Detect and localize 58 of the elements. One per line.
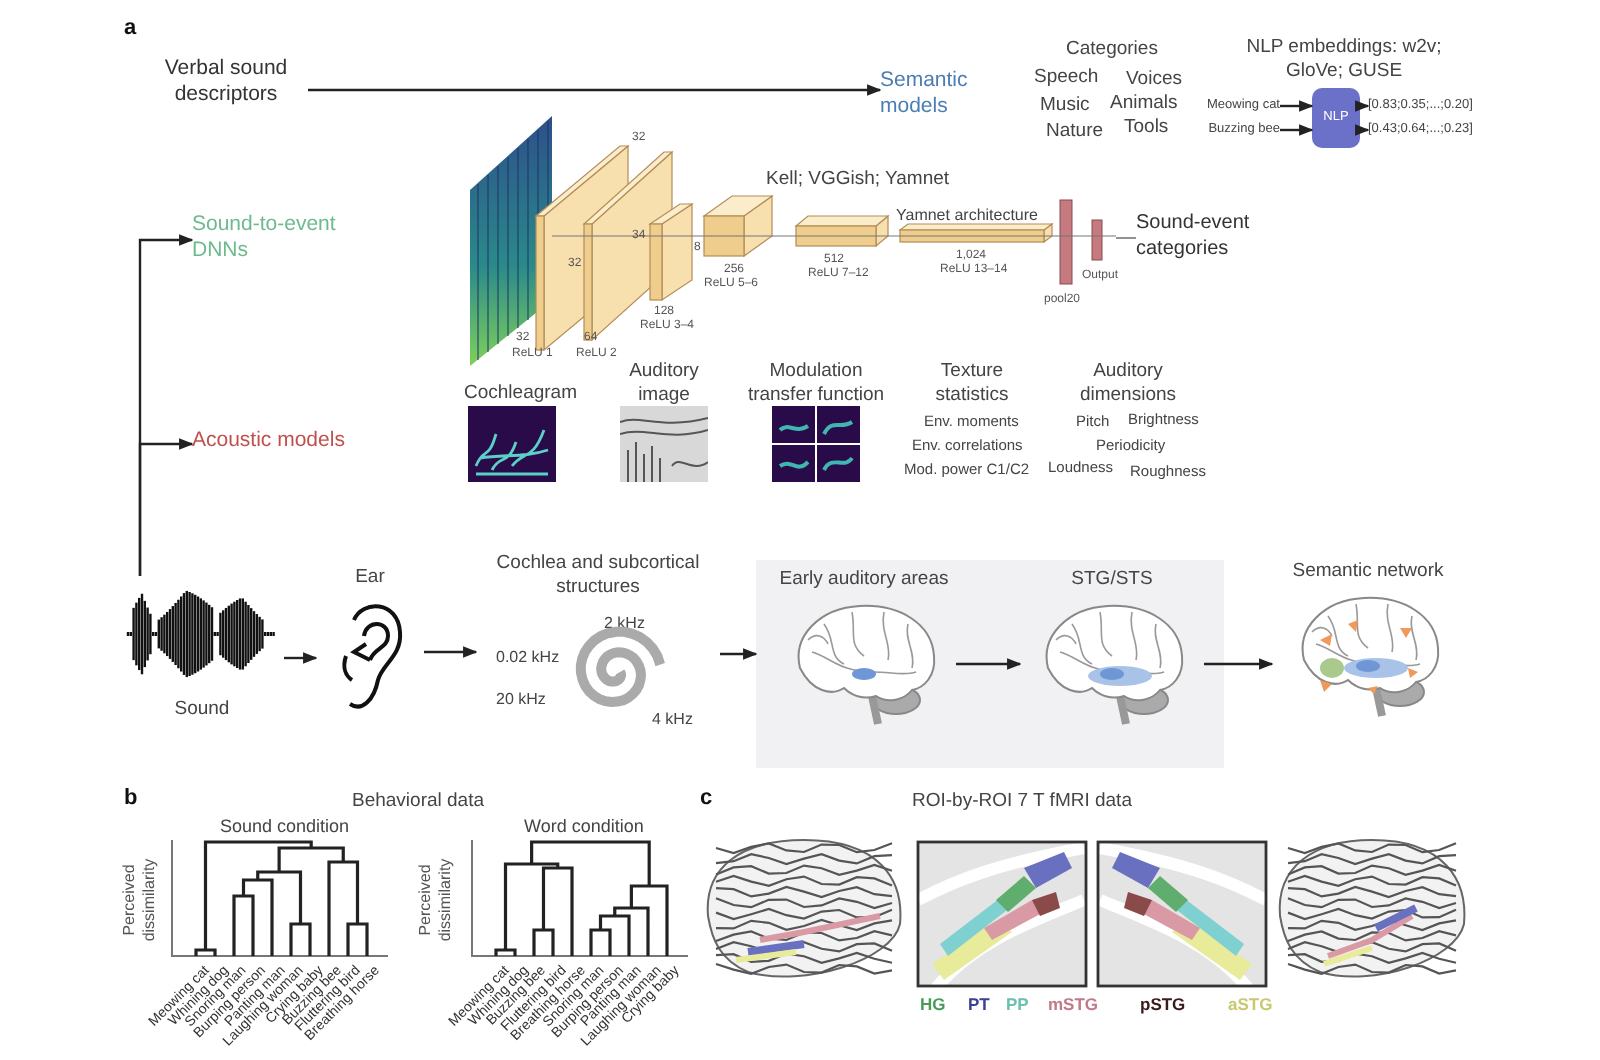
text-label: Kell; VGGish; Yamnet [766, 166, 950, 194]
frequency-label: 20 kHz [496, 688, 546, 712]
panel-letter: b [124, 784, 138, 814]
text-label: Nature [1046, 118, 1104, 146]
text-label: Auditory dimensions [1077, 360, 1179, 408]
text-label: Speech [1034, 64, 1099, 92]
text-label: Texture statistics [933, 360, 1011, 408]
arrow [1280, 100, 1314, 112]
text-label: NLP embeddings: w2v; GloVe; GUSE [1244, 36, 1444, 84]
panel-letter: c [700, 784, 713, 814]
arrow [1204, 658, 1274, 670]
frequency-label: 0.02 kHz [496, 646, 560, 670]
node-label: Sound [174, 696, 230, 724]
text-label: Music [1040, 92, 1090, 120]
frequency-label: 4 kHz [652, 708, 693, 732]
node-label: Ear [355, 564, 385, 592]
text-label: HG [920, 992, 946, 1018]
text-label: Behavioral data [352, 788, 485, 816]
arrow [284, 652, 318, 664]
node-label: Early auditory areas [779, 568, 949, 592]
arrow [138, 438, 194, 576]
text-label: Modulation transfer function [745, 360, 887, 408]
node-label: Semantic network [1292, 560, 1444, 584]
branch-label: Semantic models [880, 68, 1004, 124]
text-label: Voices [1126, 66, 1182, 94]
text-label: Tools [1124, 114, 1169, 142]
arrow [720, 648, 758, 660]
arrow [424, 646, 478, 658]
output-label: Sound-event categories [1136, 212, 1296, 264]
branch-label: Verbal sound descriptors [144, 56, 308, 112]
branch-label: Acoustic models [192, 428, 382, 460]
axis-label: Perceived dissimilarity [120, 856, 160, 946]
axis-label: Perceived dissimilarity [416, 856, 456, 946]
text-label: Yamnet architecture [896, 204, 1038, 228]
node-label: STG/STS [1071, 568, 1153, 592]
text-label: ROI-by-ROI 7 T fMRI data [912, 788, 1132, 816]
node-label: Cochlea and subcortical structures [494, 552, 702, 600]
arrow [1280, 124, 1314, 136]
arrow [1355, 124, 1370, 136]
branch-label: Sound-to-event DNNs [192, 212, 352, 268]
text-label: Auditory image [627, 360, 701, 408]
text-label: Categories [1066, 36, 1158, 64]
frequency-label: 2 kHz [604, 612, 645, 636]
text-label: aSTG [1228, 992, 1273, 1018]
connector-line [1115, 237, 1137, 239]
text-label: mSTG [1048, 992, 1099, 1018]
text-label: Sound condition [220, 814, 350, 840]
text-label: PT [968, 992, 990, 1018]
text-label: Cochleagram [464, 380, 577, 408]
text-label: PP [1006, 992, 1029, 1018]
arrow [1355, 100, 1370, 112]
text-label: Animals [1110, 90, 1178, 118]
text-label: Word condition [524, 814, 644, 840]
panel-background [756, 560, 1224, 768]
text-label: pSTG [1140, 992, 1186, 1018]
panel-letter: a [124, 14, 137, 44]
arrow [308, 84, 882, 96]
arrow [956, 658, 1022, 670]
